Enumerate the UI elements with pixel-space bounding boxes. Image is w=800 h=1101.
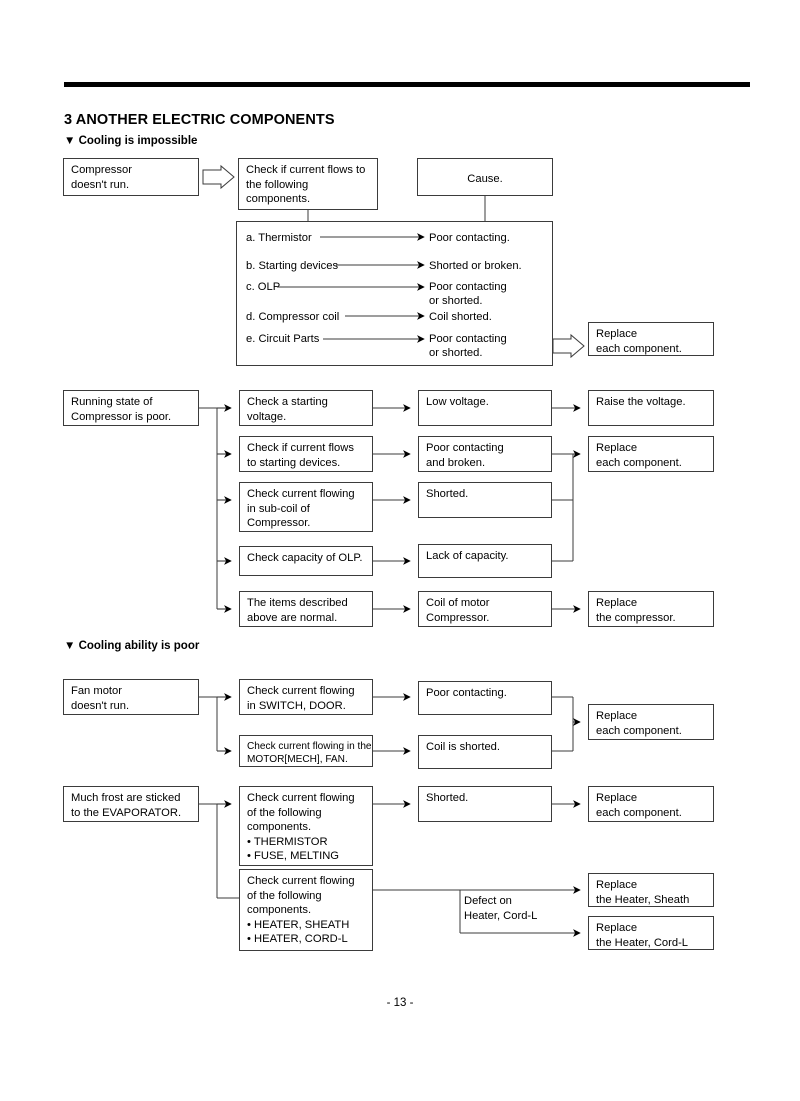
flow3-symptom-box: Fan motor doesn't run. bbox=[63, 679, 199, 715]
flow2-action-box-4: Replace the compressor. bbox=[588, 591, 714, 627]
flow2-check-box-3: Check capacity of OLP. bbox=[239, 546, 373, 576]
subsection-cooling-impossible: ▼ Cooling is impossible bbox=[64, 135, 198, 147]
flow3-check-box-0: Check current flowing in SWITCH, DOOR. bbox=[239, 679, 373, 715]
flow3-cause-box-0: Poor contacting. bbox=[418, 681, 552, 715]
flow1-item-label-1: b. Starting devices bbox=[246, 259, 339, 274]
flow2-cause-box-0: Low voltage. bbox=[418, 390, 552, 426]
flow2-cause-box-2: Shorted. bbox=[418, 482, 552, 518]
flow1-item-label-0: a. Thermistor bbox=[246, 231, 312, 246]
flow4-cause-box-0: Shorted. bbox=[418, 786, 552, 822]
header-rule bbox=[64, 82, 750, 87]
flow4-action-box-0: Replace each component. bbox=[588, 786, 714, 822]
page-footer: - 13 - bbox=[386, 997, 414, 1009]
flow3-action-box-0: Replace each component. bbox=[588, 704, 714, 740]
flow2-check-box-1: Check if current flows to starting devic… bbox=[239, 436, 373, 472]
flow4-check-box-0: Check current flowing of the following c… bbox=[239, 786, 373, 866]
flow1-action-box: Replace each component. bbox=[588, 322, 714, 356]
flow3-check-box-1: Check current flowing in the MOTOR[MECH]… bbox=[239, 735, 373, 767]
flow1-cause-header-box: Cause. bbox=[417, 158, 553, 196]
flow2-action-box-0: Raise the voltage. bbox=[588, 390, 714, 426]
flow4-check-box-1: Check current flowing of the following c… bbox=[239, 869, 373, 951]
flow1-item-label-4: e. Circuit Parts bbox=[246, 332, 320, 347]
flow2-check-box-4: The items described above are normal. bbox=[239, 591, 373, 627]
flow1-symptom-box: Compressor doesn't run. bbox=[63, 158, 199, 196]
flow2-cause-box-3: Lack of capacity. bbox=[418, 544, 552, 578]
flow1-block-arrow-2 bbox=[552, 333, 585, 359]
flow1-item-result-3: Coil shorted. bbox=[429, 310, 492, 325]
flow2-symptom-box: Running state of Compressor is poor. bbox=[63, 390, 199, 426]
flow1-block-arrow bbox=[202, 164, 235, 190]
flow2-cause-box-1: Poor contacting and broken. bbox=[418, 436, 552, 472]
flow4-cause-label-1: Defect on Heater, Cord-L bbox=[464, 894, 538, 924]
flow1-item-result-2: Poor contacting or shorted. bbox=[429, 280, 507, 309]
subsection-cooling-poor: ▼ Cooling ability is poor bbox=[64, 640, 200, 652]
flow1-item-result-4: Poor contacting or shorted. bbox=[429, 332, 507, 361]
flow2-check-box-0: Check a starting voltage. bbox=[239, 390, 373, 426]
flow1-item-result-1: Shorted or broken. bbox=[429, 259, 522, 274]
flow2-action-box-1: Replace each component. bbox=[588, 436, 714, 472]
flow4-action-box-heater-sheath: Replace the Heater, Sheath bbox=[588, 873, 714, 907]
flow3-cause-box-1: Coil is shorted. bbox=[418, 735, 552, 769]
flow1-check-box: Check if current flows to the following … bbox=[238, 158, 378, 210]
flow4-action-box-heater-cord: Replace the Heater, Cord-L bbox=[588, 916, 714, 950]
flow1-item-label-3: d. Compressor coil bbox=[246, 310, 340, 325]
flow1-item-result-0: Poor contacting. bbox=[429, 231, 510, 246]
flow2-check-box-2: Check current flowing in sub-coil of Com… bbox=[239, 482, 373, 532]
flow2-cause-box-4: Coil of motor Compressor. bbox=[418, 591, 552, 627]
flow1-item-label-2: c. OLP bbox=[246, 280, 281, 295]
flow4-symptom-box: Much frost are sticked to the EVAPORATOR… bbox=[63, 786, 199, 822]
page-title: 3 ANOTHER ELECTRIC COMPONENTS bbox=[64, 112, 335, 128]
